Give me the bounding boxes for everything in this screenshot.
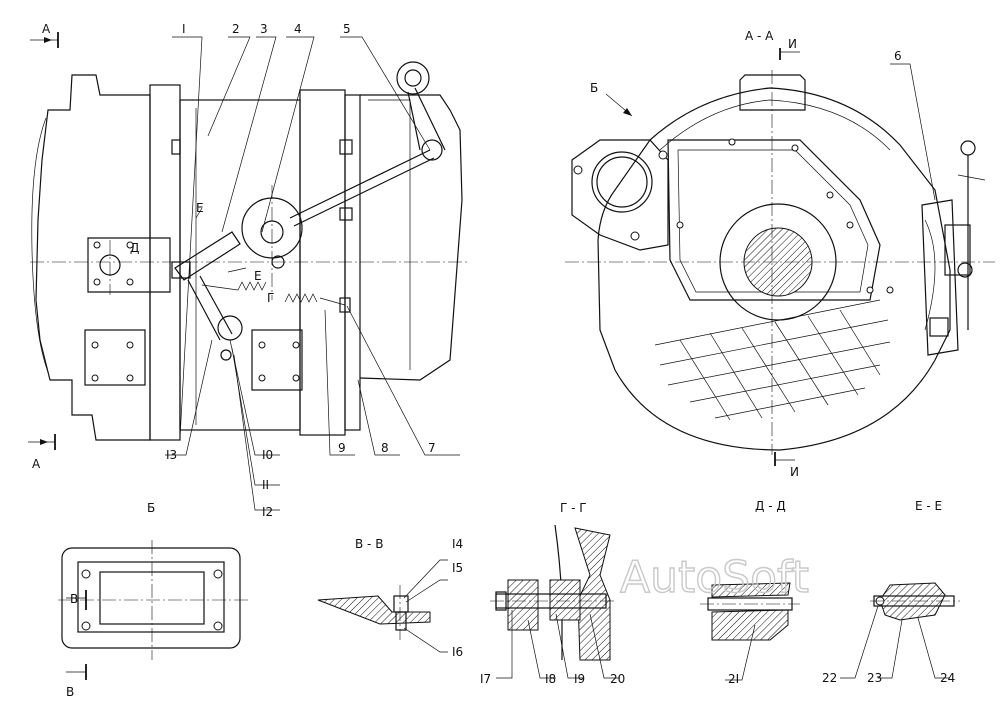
section-aa-view xyxy=(565,48,995,466)
callout-10: I0 xyxy=(262,448,273,462)
callout-22: 22 xyxy=(822,671,837,685)
callout-14: I4 xyxy=(452,537,463,551)
callout-19: I9 xyxy=(574,672,585,686)
section-ee xyxy=(840,582,960,679)
marker-v-bottom: В xyxy=(66,685,74,699)
callout-3: 3 xyxy=(260,22,268,36)
section-dd xyxy=(700,582,800,681)
callout-4: 4 xyxy=(294,22,302,36)
callout-labels: I 2 3 4 5 6 7 8 9 I0 II I2 I3 I4 I5 I6 I… xyxy=(166,22,955,686)
callout-20: 20 xyxy=(610,672,625,686)
title-section-vv: В - В xyxy=(355,537,383,551)
title-detail-b: Б xyxy=(147,501,155,515)
callout-5: 5 xyxy=(343,22,351,36)
callout-18: I8 xyxy=(545,672,556,686)
callout-21: 2I xyxy=(728,672,739,686)
callout-12: I2 xyxy=(262,505,273,519)
marker-a-bottom: A xyxy=(32,457,41,471)
view-markers: A A Е Д Е Г Б И И В В xyxy=(32,22,799,699)
callout-16: I6 xyxy=(452,645,463,659)
marker-v-top: В xyxy=(70,592,78,606)
marker-d: Д xyxy=(130,241,139,255)
section-vv xyxy=(317,559,448,653)
marker-i-bottom: И xyxy=(790,465,799,479)
section-gg xyxy=(490,524,620,679)
title-section-gg: Г - Г xyxy=(560,501,587,515)
watermark: AutoSoft xyxy=(620,552,809,603)
section-titles: А - А Б В - В Г - Г Д - Д Е - Е xyxy=(147,29,942,551)
callout-7: 7 xyxy=(428,441,436,455)
callout-11: II xyxy=(262,478,269,492)
side-view xyxy=(28,32,470,511)
marker-g: Г xyxy=(267,291,274,305)
callout-1: I xyxy=(182,22,186,36)
callout-9: 9 xyxy=(338,441,346,455)
marker-b-arrow: Б xyxy=(590,81,598,95)
detail-b xyxy=(58,540,250,680)
marker-i-top: И xyxy=(788,37,797,51)
callout-6: 6 xyxy=(894,49,902,63)
callout-13: I3 xyxy=(166,448,177,462)
callout-24: 24 xyxy=(940,671,955,685)
callout-2: 2 xyxy=(232,22,240,36)
callout-8: 8 xyxy=(381,441,389,455)
title-section-dd: Д - Д xyxy=(755,499,786,513)
callout-23: 23 xyxy=(867,671,882,685)
callout-17: I7 xyxy=(480,672,491,686)
marker-e-upper: Е xyxy=(196,201,204,215)
title-section-ee: Е - Е xyxy=(915,499,942,513)
marker-a-top: A xyxy=(42,22,51,36)
callout-15: I5 xyxy=(452,561,463,575)
title-section-aa: А - А xyxy=(745,29,774,43)
marker-e-lower: Е xyxy=(254,269,262,283)
